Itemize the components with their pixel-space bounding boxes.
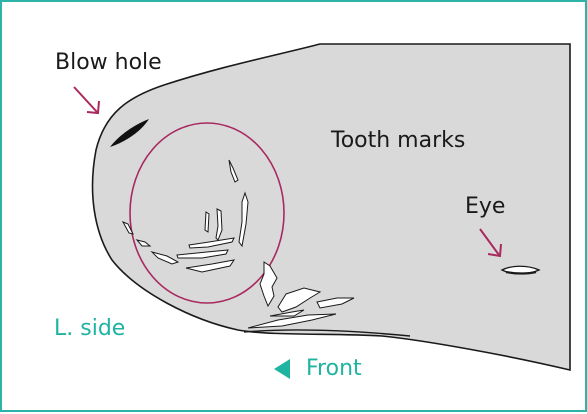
tooth-marks-label: Tooth marks: [331, 130, 465, 152]
scratch: [205, 212, 209, 232]
front-label: Front: [306, 358, 362, 380]
blow-hole-label: Blow hole: [55, 52, 162, 74]
eye-shape: [502, 266, 539, 274]
blow-hole-pointer-arrow: [74, 87, 99, 113]
eye-label: Eye: [465, 196, 505, 218]
front-direction-indicator: Front: [274, 358, 362, 380]
side-label: L. side: [54, 318, 125, 340]
left-triangle-icon: [274, 359, 290, 379]
